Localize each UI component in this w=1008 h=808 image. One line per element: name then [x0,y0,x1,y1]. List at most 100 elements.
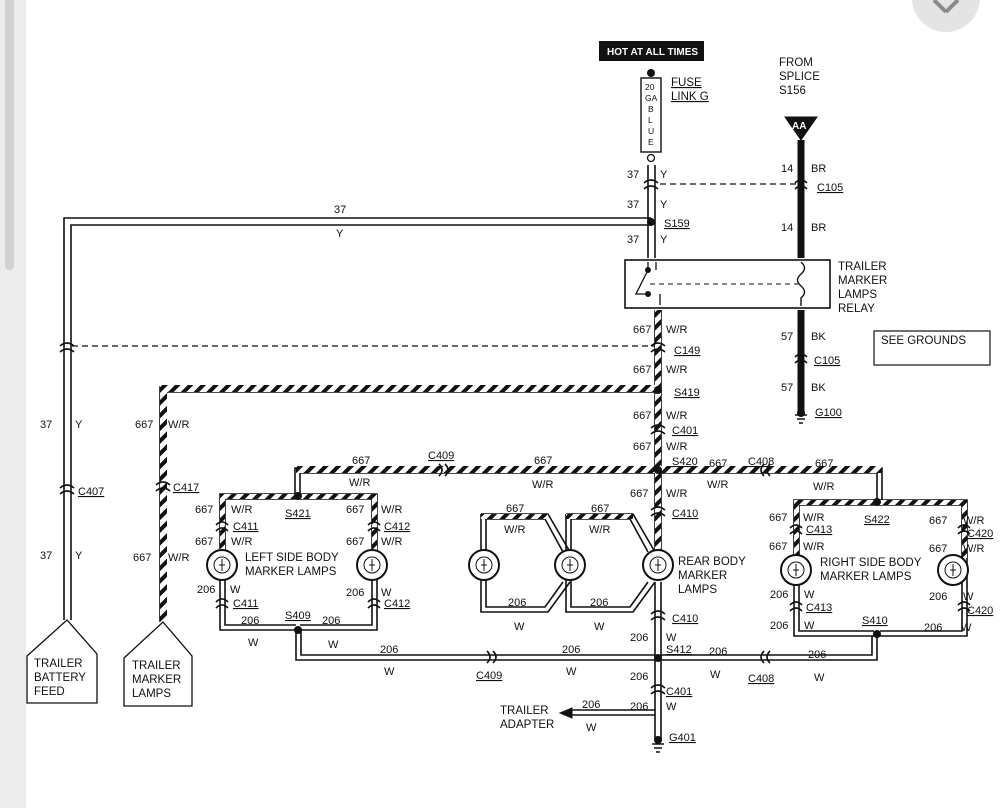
svg-text:GA: GA [645,93,658,103]
trailer-marker-lamps-connector [123,621,193,707]
svg-text:TRAILER: TRAILER [500,705,549,717]
svg-text:C412: C412 [384,598,410,610]
svg-text:C105: C105 [814,355,840,367]
svg-text:W/R: W/R [168,419,189,431]
svg-text:W/R: W/R [532,479,553,491]
lamps [206,549,969,586]
svg-text:C413: C413 [806,602,832,614]
svg-text:206: 206 [590,597,608,609]
svg-text:206: 206 [924,622,942,634]
svg-text:S409: S409 [285,610,311,622]
see-grounds-box [873,330,991,366]
connector-marks [59,179,971,695]
wires [63,140,968,740]
svg-text:20: 20 [645,82,655,92]
svg-text:C420: C420 [967,605,993,617]
svg-text:W: W [514,621,525,633]
svg-text:37: 37 [40,419,52,431]
svg-text:AA: AA [792,121,806,132]
svg-text:W/R: W/R [589,524,610,536]
svg-text:667: 667 [769,541,787,553]
svg-text:W/R: W/R [168,552,189,564]
svg-text:W/R: W/R [666,410,687,422]
svg-text:E: E [648,137,654,147]
svg-text:C411: C411 [233,598,258,610]
lamp [937,554,969,586]
svg-text:TRAILER: TRAILER [838,261,887,273]
svg-text:C408: C408 [748,673,774,685]
svg-text:667: 667 [135,419,153,431]
svg-text:667: 667 [633,410,651,422]
svg-text:U: U [648,126,654,136]
svg-text:206: 206 [709,646,727,658]
svg-text:BK: BK [811,382,826,394]
svg-text:57: 57 [781,382,793,394]
svg-text:W: W [666,632,677,644]
svg-text:W/R: W/R [666,364,687,376]
scrollbar-thumb[interactable] [5,0,14,270]
labels: HOT AT ALL TIMES 20 GA B L U E FUSE LINK… [34,47,993,744]
svg-text:S421: S421 [285,508,311,520]
svg-text:W/R: W/R [963,515,984,527]
svg-text:667: 667 [633,441,651,453]
svg-text:37: 37 [334,204,346,216]
svg-text:Y: Y [660,169,668,181]
svg-text:W: W [384,666,395,678]
svg-text:W/R: W/R [231,504,252,516]
svg-text:37: 37 [627,169,639,181]
svg-text:C410: C410 [672,508,698,520]
svg-text:BATTERY: BATTERY [34,672,86,684]
svg-text:W: W [804,620,815,632]
svg-text:667: 667 [815,458,833,470]
svg-text:S410: S410 [862,615,888,627]
svg-text:G100: G100 [815,407,842,419]
svg-text:W/R: W/R [813,481,834,493]
svg-text:W: W [248,637,259,649]
svg-text:SPLICE: SPLICE [779,71,820,83]
svg-text:206: 206 [508,597,526,609]
hot-label: HOT AT ALL TIMES [607,47,698,58]
svg-text:W: W [814,672,825,684]
svg-text:667: 667 [352,455,370,467]
svg-text:W: W [710,669,721,681]
svg-text:206: 206 [630,671,648,683]
svg-text:206: 206 [562,644,580,656]
svg-text:C407: C407 [78,486,104,498]
hot-at-all-times-box [599,41,704,61]
svg-text:Y: Y [660,234,668,246]
svg-text:667: 667 [769,512,787,524]
svg-text:FUSE: FUSE [671,77,702,89]
svg-text:667: 667 [195,536,213,548]
svg-text:57: 57 [781,331,793,343]
close-icon [932,0,960,14]
svg-text:S419: S419 [674,387,700,399]
svg-text:W/R: W/R [707,479,728,491]
svg-text:Y: Y [75,419,83,431]
svg-text:206: 206 [197,584,215,596]
svg-text:W/R: W/R [381,536,402,548]
svg-text:667: 667 [929,515,947,527]
svg-text:206: 206 [770,589,788,601]
lamp [206,549,238,581]
svg-text:667: 667 [506,503,524,515]
close-button[interactable] [912,0,980,32]
svg-text:W/R: W/R [666,324,687,336]
svg-text:MARKER: MARKER [838,275,887,287]
svg-text:REAR BODY: REAR BODY [678,556,746,568]
svg-text:C411: C411 [233,521,258,533]
lamp [554,549,586,581]
page-scrollbar[interactable] [0,0,26,808]
svg-text:14: 14 [781,163,793,175]
svg-text:206: 206 [630,632,648,644]
svg-text:TRAILER: TRAILER [34,658,83,670]
ground-g401 [652,743,664,753]
svg-text:MARKER LAMPS: MARKER LAMPS [820,571,912,583]
svg-text:667: 667 [346,536,364,548]
components [26,41,991,753]
svg-text:14: 14 [781,222,793,234]
svg-text:L: L [648,115,653,125]
fuse-link-g [640,77,662,153]
lamp [642,549,674,581]
svg-text:C105: C105 [817,182,843,194]
